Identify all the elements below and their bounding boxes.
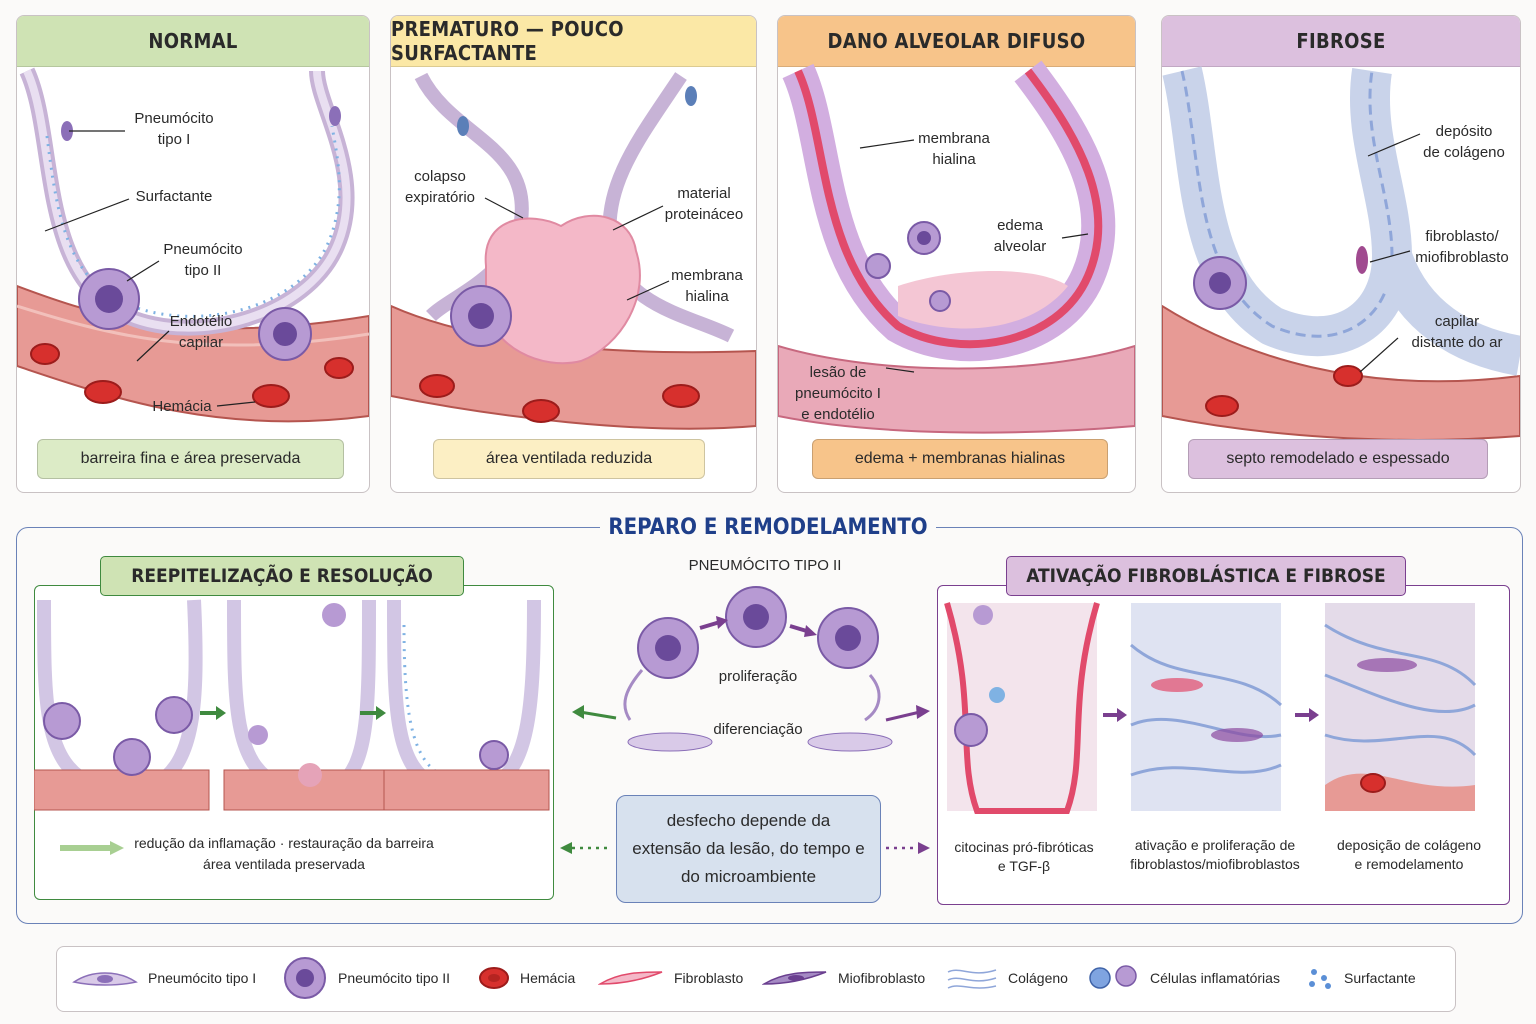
label-pneumocyte-endothelial-injury: lesão de pneumócito I e endotélio: [795, 364, 881, 423]
panel-title: NORMAL: [17, 16, 369, 67]
legend-label: Miofibroblasto: [838, 970, 926, 986]
fibrosis-step-2: ativação e proliferação de fibroblastos/…: [1130, 837, 1300, 872]
legend-label: Colágeno: [1008, 970, 1068, 986]
reepithelialization-caption-2: área ventilada preservada: [203, 856, 365, 872]
center-title: PNEUMÓCITO TIPO II: [688, 557, 842, 574]
reepithelialization-title: REEPITELIZAÇÃO E RESOLUÇÃO: [100, 556, 464, 596]
label-endothelium: Endotélio capilar: [169, 313, 233, 351]
label-type2-pneumocyte: Pneumócito tipo II: [163, 241, 243, 279]
label-surfactant: Surfactante: [135, 188, 213, 205]
label-fibroblast-myofibroblast: fibroblasto/ miofibroblasto: [1415, 228, 1509, 266]
label-type1-pneumocyte: Pneumócito tipo I: [134, 110, 214, 148]
surfactant-icon: [1309, 969, 1331, 989]
fibroblast-activation-title: ATIVAÇÃO FIBROBLÁSTICA E FIBROSE: [1006, 556, 1406, 596]
outcome-box: desfecho depende da extensão da lesão, d…: [616, 795, 881, 903]
legend-label: Pneumócito tipo II: [338, 970, 451, 986]
type-1-pneumocyte-icon: [72, 972, 138, 986]
label-proteinaceous-material: material proteináceo: [664, 185, 744, 223]
dad-alveolus-illustration: [778, 60, 1135, 434]
differentiation-label: diferenciação: [713, 721, 803, 738]
legend-label: Células inflamatórias: [1150, 970, 1280, 986]
legend-item-type1: Pneumócito tipo I: [72, 946, 256, 1010]
normal-alveolus-illustration: [17, 67, 369, 423]
fibrosis-sequence-illustration: [944, 602, 1477, 814]
type2-cycle-illustration: [572, 586, 930, 752]
label-capillary-far-from-air: capilar distante do ar: [1411, 313, 1503, 351]
panel-caption: barreira fina e área preservada: [37, 439, 344, 479]
legend-item-surfactant: Surfactante: [1306, 946, 1416, 1010]
panel-caption: edema + membranas hialinas: [812, 439, 1108, 479]
panel-title: PREMATURO — POUCO SURFACTANTE: [391, 16, 756, 67]
label-collagen-deposit: depósito de colágeno: [1423, 123, 1505, 161]
legend-item-fibroblast: Fibroblasto: [598, 946, 743, 1010]
myofibroblast-icon: [762, 971, 827, 985]
legend-label: Hemácia: [520, 970, 576, 986]
legend-item-rbc: Hemácia: [478, 946, 575, 1010]
outcome-arrows: [560, 842, 930, 854]
legend-label: Surfactante: [1344, 970, 1416, 986]
fibrosis-alveolus-illustration: [1162, 66, 1520, 441]
label-expiratory-collapse: colapso expiratório: [404, 168, 476, 206]
panel-title: DANO ALVEOLAR DIFUSO: [778, 16, 1135, 67]
legend-item-inflammatory: Células inflamatórias: [1088, 946, 1280, 1010]
label-hyaline-membrane: membrana hialina: [671, 267, 743, 305]
type-2-pneumocyte-icon: [284, 957, 326, 999]
legend-label: Pneumócito tipo I: [148, 970, 257, 986]
red-blood-cell-icon: [479, 967, 509, 989]
repair-title: REPARO E REMODELAMENTO: [600, 512, 936, 544]
collagen-icon: [947, 969, 997, 989]
fibrosis-step-3: deposição de colágeno e remodelamento: [1336, 837, 1481, 872]
panel-normal: NORMAL Pneumócito tipo I Surfactante Pne…: [16, 15, 370, 493]
proliferation-label: proliferação: [718, 668, 798, 685]
reepithelialization-caption-1: redução da inflamação · restauração da b…: [134, 835, 434, 851]
panel-fibrosis: FIBROSE depósito de colágeno fibroblasto…: [1161, 15, 1521, 493]
reepithelialization-sequence-illustration: [34, 599, 550, 855]
legend-item-type2: Pneumócito tipo II: [282, 946, 450, 1010]
panel-diffuse-alveolar-damage: DANO ALVEOLAR DIFUSO membrana hialina ed…: [777, 15, 1136, 493]
legend-item-myofibroblast: Miofibroblasto: [762, 946, 925, 1010]
label-hyaline-membrane: membrana hialina: [918, 130, 990, 168]
legend-item-collagen: Colágeno: [946, 946, 1068, 1010]
legend-label: Fibroblasto: [674, 970, 744, 986]
inflammatory-cells-icon: [1089, 965, 1137, 989]
premature-alveolus-illustration: [391, 72, 756, 430]
panel-caption: área ventilada reduzida: [433, 439, 705, 479]
fibrosis-step-1: citocinas pró-fibróticas e TGF-β: [954, 839, 1094, 874]
panel-title: FIBROSE: [1162, 16, 1520, 67]
panel-caption: septo remodelado e espessado: [1188, 439, 1488, 479]
fibroblast-icon: [598, 971, 663, 985]
label-alveolar-edema: edema alveolar: [993, 217, 1047, 255]
label-red-blood-cell: Hemácia: [152, 398, 212, 415]
panel-premature: PREMATURO — POUCO SURFACTANTE colapso ex…: [390, 15, 757, 493]
